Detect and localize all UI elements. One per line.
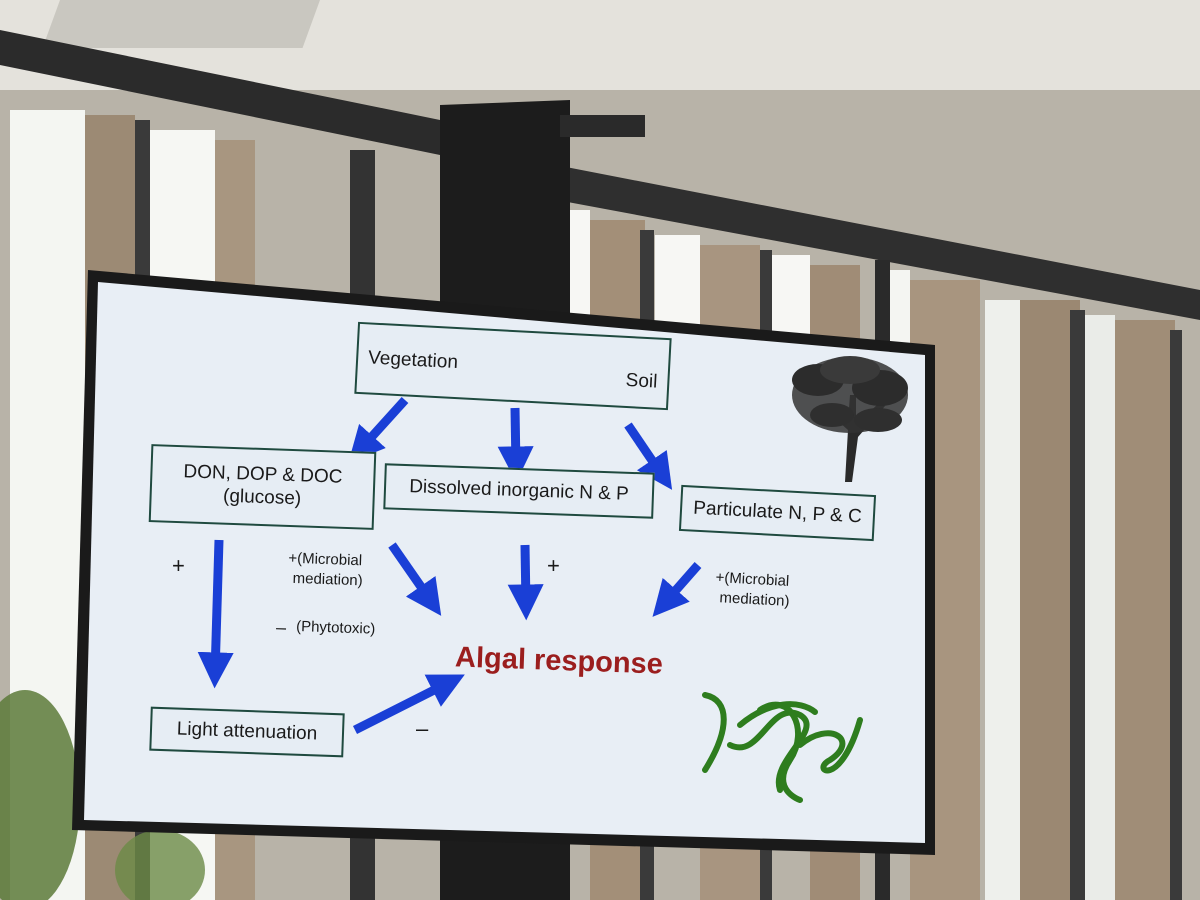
algae-filament-icon bbox=[702, 692, 863, 803]
microbial-left-line2: mediation) bbox=[292, 569, 363, 589]
arrow-to-don bbox=[348, 396, 409, 463]
particulate-label: Particulate N, P & C bbox=[692, 497, 863, 527]
dissolved-inorganic-box: Dissolved inorganic N & P bbox=[383, 463, 655, 519]
vegetation-label: Vegetation bbox=[367, 347, 459, 373]
soil-label: Soil bbox=[625, 369, 658, 393]
microbial-right-line2: mediation) bbox=[719, 588, 790, 610]
phytotoxic-note: – (Phytotoxic) bbox=[276, 616, 376, 643]
arrow-don-to-light bbox=[197, 539, 234, 689]
dissolved-inorganic-label: Dissolved inorganic N & P bbox=[408, 475, 630, 505]
tree-icon bbox=[792, 356, 908, 482]
microbial-mediation-right: +(Microbial mediation) bbox=[714, 568, 791, 611]
arrow-don-to-algal bbox=[388, 542, 442, 616]
phytotoxic-label: (Phytotoxic) bbox=[295, 617, 376, 638]
minus-phytotoxic-sign: – bbox=[275, 617, 287, 638]
glucose-label: (glucose) bbox=[222, 485, 302, 510]
don-dop-doc-label: DON, DOP & DOC bbox=[183, 461, 343, 488]
microbial-left-line1: +(Microbial bbox=[288, 549, 363, 570]
plus-left-sign: + bbox=[172, 553, 185, 578]
minus-light-sign: – bbox=[416, 716, 429, 741]
arrow-dissolved-to-algal bbox=[507, 544, 544, 621]
arrow-to-dissolved bbox=[497, 407, 534, 483]
light-attenuation-box: Light attenuation bbox=[149, 706, 345, 758]
don-dop-doc-box: DON, DOP & DOC (glucose) bbox=[148, 444, 377, 530]
arrow-particulate-to-algal bbox=[652, 562, 702, 617]
arrow-light-to-algal bbox=[352, 674, 465, 735]
light-attenuation-label: Light attenuation bbox=[176, 718, 318, 745]
arrow-to-particulate bbox=[624, 422, 673, 490]
microbial-mediation-left: +(Microbial mediation) bbox=[287, 549, 363, 591]
plus-mid-sign: + bbox=[547, 553, 560, 578]
